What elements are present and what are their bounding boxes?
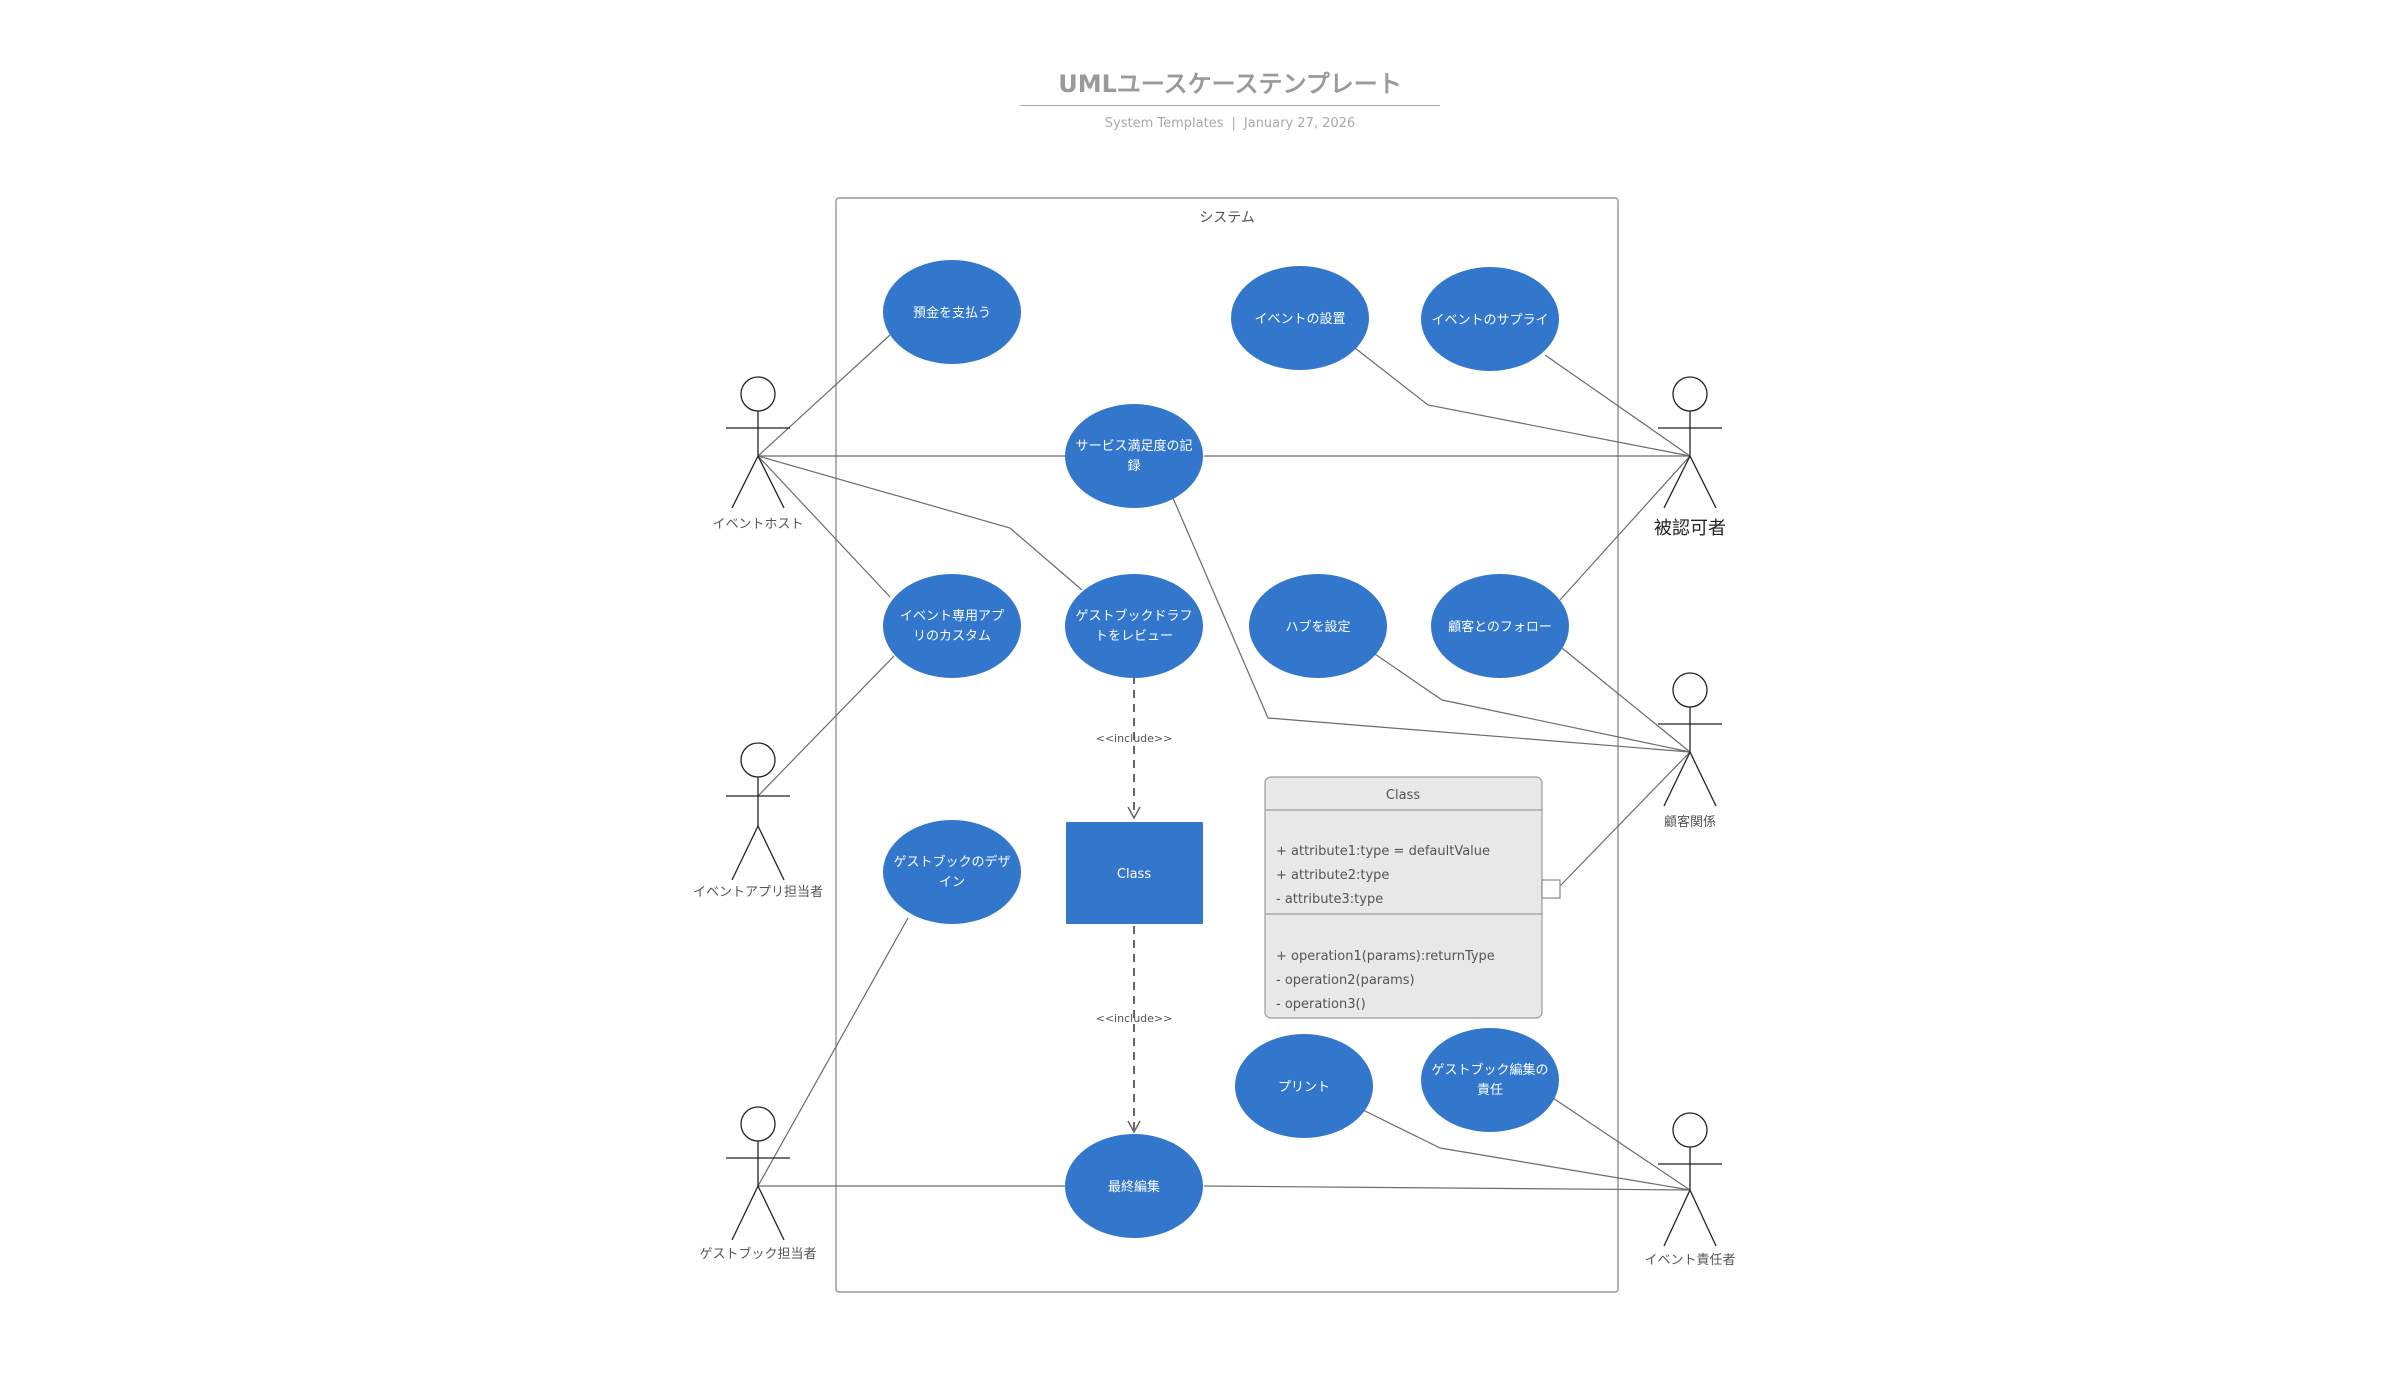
use-case-label: ゲストブック編集の [1431, 1062, 1548, 1078]
assoc-lic-follow [1559, 455, 1691, 601]
class-box-label: Class [1117, 867, 1151, 882]
use-case-label: イン [939, 875, 965, 890]
subtitle-separator: | [1231, 116, 1236, 131]
actor-label-licensee: 被認可者 [1654, 518, 1726, 539]
page-subtitle: System Templates | January 27, 2026 [1020, 116, 1440, 131]
actor-label-event-responsible: イベント責任者 [1644, 1253, 1735, 1268]
assoc-cr-follow [1561, 647, 1691, 753]
class-card[interactable]: Class + attribute1:type = defaultValue +… [1264, 776, 1543, 1019]
actor-event-responsible[interactable] [1658, 1112, 1722, 1247]
use-case-label: 責任 [1477, 1083, 1503, 1098]
assoc-resp-editor [1549, 1095, 1691, 1191]
actor-licensee[interactable] [1658, 376, 1722, 509]
use-case-label: イベントのサプライ [1431, 313, 1548, 328]
use-case-guestbook-design[interactable]: ゲストブックのデザ イン [883, 820, 1021, 924]
actor-event-host[interactable] [726, 376, 790, 509]
actor-app-manager[interactable] [726, 742, 790, 881]
assoc-resp-final [1203, 1185, 1691, 1191]
class-attribute-2: + attribute2:type [1276, 868, 1389, 883]
actor-label-guestbook-manager: ゲストブック担当者 [699, 1246, 816, 1262]
assoc-resp-print [1362, 1109, 1691, 1191]
use-case-draft-review[interactable]: ゲストブックドラフ トをレビュー [1065, 574, 1203, 678]
use-case-hub-setup[interactable]: ハブを設定 [1249, 574, 1387, 678]
use-case-label: リのカスタム [913, 629, 991, 644]
use-case-label: プリント [1278, 1080, 1330, 1095]
assoc-appmgr-app [757, 655, 895, 797]
assoc-host-pay [757, 334, 891, 457]
use-case-final-edit[interactable]: 最終編集 [1065, 1134, 1203, 1238]
use-case-service-record[interactable]: サービス満足度の記 録 [1065, 404, 1203, 508]
use-case-label: サービス満足度の記 [1075, 438, 1192, 454]
actor-label-customer-relations: 顧客関係 [1664, 814, 1716, 830]
actor-guestbook-manager[interactable] [726, 1106, 790, 1241]
class-operation-1: + operation1(params):returnType [1276, 949, 1495, 964]
use-case-label: ゲストブックのデザ [893, 854, 1010, 870]
use-case-label: 最終編集 [1108, 1179, 1160, 1195]
assoc-host-app [757, 455, 891, 598]
use-case-app-custom[interactable]: イベント専用アプ リのカスタム [883, 574, 1021, 678]
assoc-cr-hub [1371, 651, 1691, 753]
use-case-event-setup[interactable]: イベントの設置 [1231, 266, 1369, 370]
use-case-label: トをレビュー [1095, 629, 1173, 644]
use-case-label: ゲストブックドラフ [1075, 608, 1192, 624]
assoc-gbmgr-design [757, 917, 909, 1187]
source-label: System Templates [1104, 116, 1224, 131]
use-case-label: 顧客とのフォロー [1448, 619, 1552, 635]
include-label-lower: <<include>> [1096, 1012, 1173, 1025]
actor-customer-relations[interactable] [1658, 672, 1722, 807]
use-case-label: 録 [1127, 459, 1140, 474]
use-case-label: イベント専用アプ [900, 609, 1004, 624]
association-lines [757, 334, 1691, 1191]
system-label: システム [1199, 210, 1255, 226]
include-label-upper: <<include>> [1096, 732, 1173, 745]
class-card-port [1541, 879, 1561, 899]
use-case-event-supply[interactable]: イベントのサプライ [1421, 267, 1559, 371]
diagram-header: UMLユースケーステンプレート System Templates | January… [1020, 64, 1440, 131]
system-boundary [835, 197, 1619, 1293]
class-attribute-3: - attribute3:type [1276, 892, 1383, 907]
class-operation-2: - operation2(params) [1276, 973, 1415, 988]
assoc-lic-setup [1354, 347, 1691, 457]
class-attribute-1: + attribute1:type = defaultValue [1276, 844, 1490, 859]
class-operation-3: - operation3() [1276, 997, 1366, 1012]
use-case-label: 預金を支払う [913, 305, 991, 321]
use-case-print[interactable]: プリント [1235, 1034, 1373, 1138]
use-case-label: ハブを設定 [1285, 619, 1350, 635]
use-case-label: イベントの設置 [1254, 311, 1345, 327]
assoc-cr-service [1172, 497, 1691, 753]
use-case-customer-follow[interactable]: 顧客とのフォロー [1431, 574, 1569, 678]
actor-label-event-host: イベントホスト [712, 517, 803, 532]
assoc-host-review [757, 455, 1083, 591]
page-title: UMLユースケーステンプレート [1020, 64, 1440, 106]
assoc-lic-supply [1544, 354, 1691, 457]
date-label: January 27, 2026 [1243, 116, 1356, 131]
actor-label-app-manager: イベントアプリ担当者 [693, 885, 823, 900]
use-case-pay-deposit[interactable]: 預金を支払う [883, 260, 1021, 364]
class-card-name: Class [1386, 788, 1420, 803]
assoc-cr-class [1559, 751, 1691, 887]
class-box[interactable]: Class [1066, 822, 1203, 924]
use-case-guestbook-editor[interactable]: ゲストブック編集の 責任 [1421, 1028, 1559, 1132]
